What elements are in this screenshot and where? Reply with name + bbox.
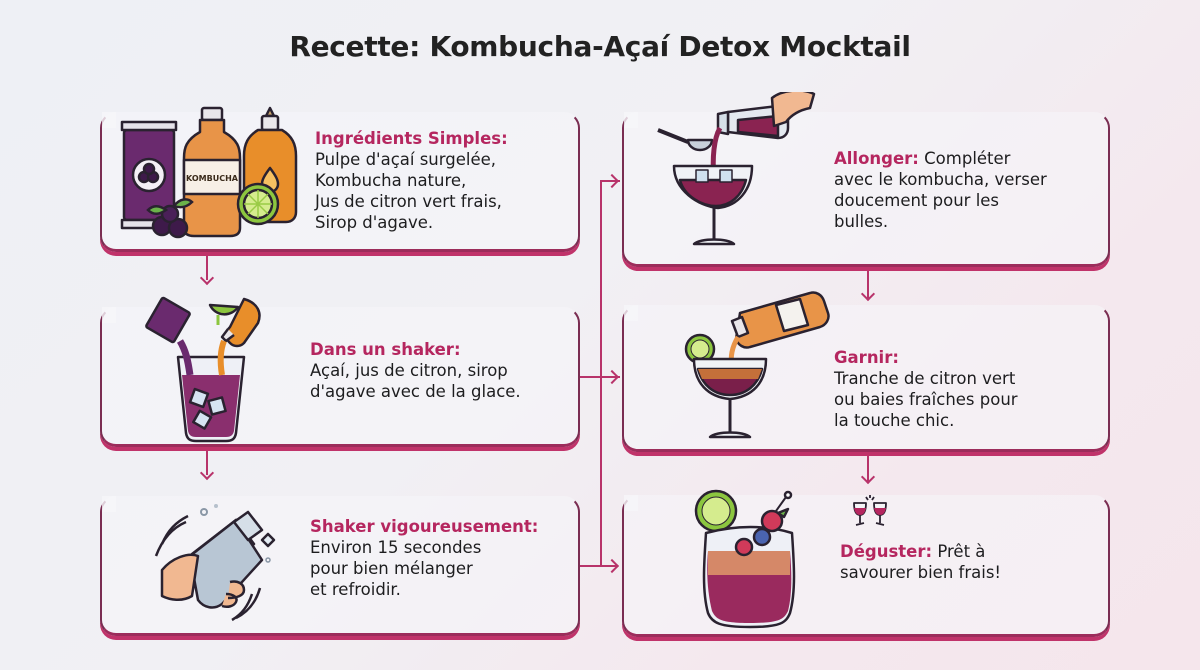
step-line: ou baies fraîches pour: [834, 390, 1018, 409]
step-card-deguster: Déguster: Prêt à savourer bien frais!: [622, 489, 1110, 637]
arrow-down-icon: [199, 465, 215, 481]
step-text: Dans un shaker: Açaí, jus de citron, sir…: [310, 339, 580, 402]
page-title: Recette: Kombucha-Açaí Detox Mocktail: [289, 30, 911, 63]
connector-1-2: [206, 253, 208, 280]
connector-branch-mid: [600, 376, 620, 378]
step-heading: Ingrédients Simples:: [315, 129, 508, 148]
step-line: et refroidir.: [310, 580, 401, 599]
connector-center-lower: [600, 376, 602, 566]
arrow-right-icon: [604, 369, 620, 385]
step-line: pour bien mélanger: [310, 559, 473, 578]
step-heading: Garnir:: [834, 348, 899, 367]
step-line: Jus de citron vert frais,: [315, 192, 502, 211]
step-inline-text: Prêt à: [937, 542, 986, 561]
step-line: Sirop d'agave.: [315, 213, 434, 232]
pouring-into-glass-icon: [145, 296, 261, 443]
step-card-shake: Shaker vigoureusement: Environ 15 second…: [100, 496, 580, 636]
strain-pour-coupe-icon: [657, 92, 816, 246]
connector-5-6: [867, 453, 869, 481]
step-line: Kombucha nature,: [315, 171, 467, 190]
step-line: savourer bien frais!: [840, 563, 1002, 582]
step-heading: Dans un shaker:: [310, 340, 461, 359]
arrow-right-icon: [604, 558, 620, 574]
step-text: Ingrédients Simples: Pulpe d'açaí surgel…: [315, 128, 580, 233]
step-heading: Allonger:: [834, 149, 919, 168]
arrow-down-icon: [199, 270, 215, 286]
arrow-right-icon: [604, 173, 620, 189]
cheers-icon: [853, 495, 887, 526]
step-line: bulles.: [834, 212, 889, 231]
step-line: Açaí, jus de citron, sirop: [310, 361, 508, 380]
connector-from-card2: [578, 376, 602, 378]
step-card-ingredients: KOMBUCHA Ingrédients Simples: Pulpe d'aç…: [100, 106, 580, 252]
step-text: Allonger: Compléter avec le kombucha, ve…: [834, 148, 1104, 232]
step-text: Shaker vigoureusement: Environ 15 second…: [310, 516, 580, 600]
step-card-garnir: Garnir: Tranche de citron vert ou baies …: [622, 291, 1110, 452]
step-heading: Déguster:: [840, 542, 933, 561]
shaker-hand-icon: [154, 504, 276, 622]
step-inline-text: Compléter: [924, 149, 1011, 168]
connector-2-3: [206, 448, 208, 475]
finished-drink-icon: [694, 489, 796, 629]
step-line: doucement pour les: [834, 191, 1000, 210]
connector-4-5: [867, 268, 869, 298]
step-card-allonger: Allonger: Compléter avec le kombucha, ve…: [622, 92, 1110, 267]
step-card-shaker: Dans un shaker: Açaí, jus de citron, sir…: [100, 296, 580, 447]
arrow-down-icon: [860, 286, 876, 302]
garnish-coupe-icon: [684, 291, 830, 439]
step-line: la touche chic.: [834, 411, 955, 430]
arrow-down-icon: [860, 469, 876, 485]
connector-branch-top: [600, 180, 620, 182]
step-text: Déguster: Prêt à savourer bien frais!: [840, 541, 1100, 583]
ingredients-icon: KOMBUCHA: [120, 106, 298, 239]
step-line: Environ 15 secondes: [310, 538, 482, 557]
connector-center-upper: [600, 180, 602, 378]
step-line: Tranche de citron vert: [834, 369, 1016, 388]
step-heading: Shaker vigoureusement:: [310, 517, 539, 536]
kombucha-label: KOMBUCHA: [186, 174, 239, 183]
connector-from-card3: [578, 565, 618, 567]
step-text: Garnir: Tranche de citron vert ou baies …: [834, 347, 1104, 431]
step-line: d'agave avec de la glace.: [310, 382, 521, 401]
step-line: avec le kombucha, verser: [834, 170, 1047, 189]
step-line: Pulpe d'açaí surgelée,: [315, 150, 497, 169]
